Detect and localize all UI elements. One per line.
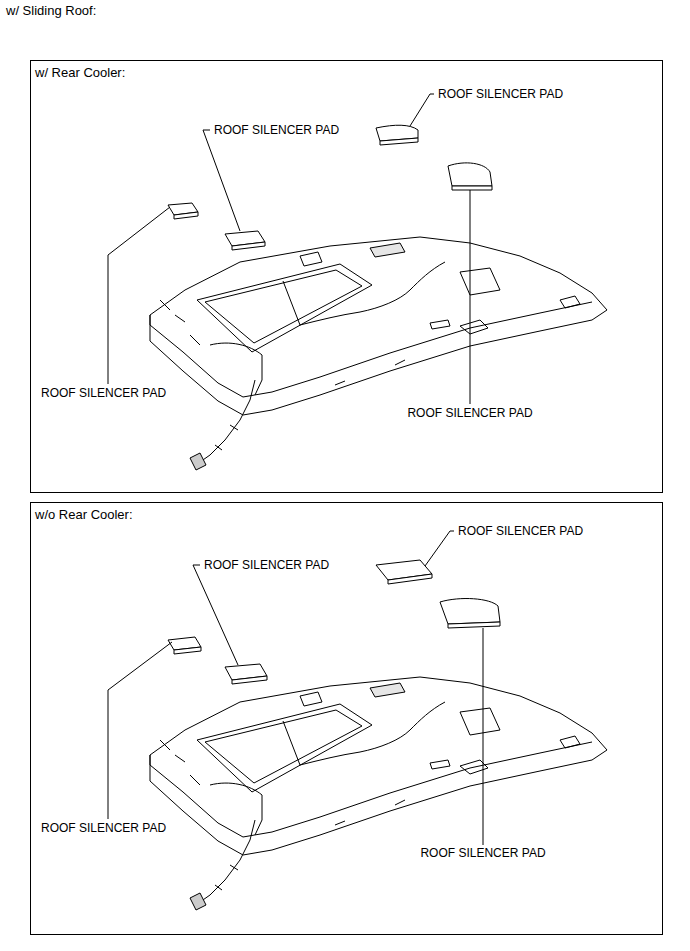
- variant-panel: w/o Rear Cooler:: [30, 502, 663, 935]
- part-label: ROOF SILENCER PAD: [419, 846, 546, 860]
- part-label: ROOF SILENCER PAD: [437, 87, 564, 101]
- page-title: w/ Sliding Roof:: [6, 3, 96, 18]
- part-label: ROOF SILENCER PAD: [40, 821, 167, 835]
- part-label: ROOF SILENCER PAD: [406, 406, 533, 420]
- part-label: ROOF SILENCER PAD: [40, 386, 167, 400]
- part-label: ROOF SILENCER PAD: [457, 524, 584, 538]
- variant-panel: w/ Rear Cooler:: [30, 60, 663, 493]
- panel-heading: w/o Rear Cooler:: [31, 503, 662, 522]
- panel-heading: w/ Rear Cooler:: [31, 61, 662, 80]
- part-label: ROOF SILENCER PAD: [213, 123, 340, 137]
- part-label: ROOF SILENCER PAD: [203, 558, 330, 572]
